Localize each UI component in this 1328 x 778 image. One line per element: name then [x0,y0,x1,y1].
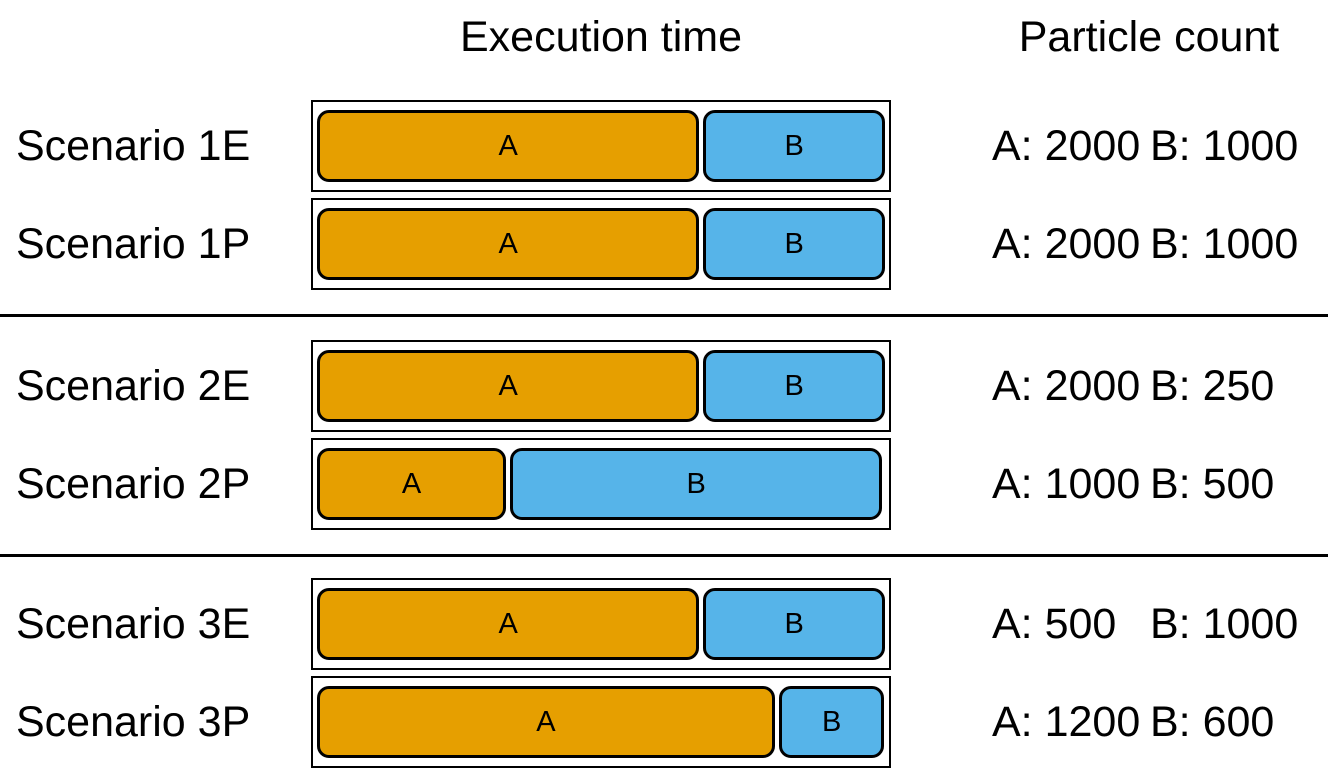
count-b-value: B: 1000 [1150,599,1299,648]
execution-time-track: A B [311,340,891,432]
count-b-value: B: 1000 [1150,219,1299,268]
count-a-value: A: 2000 [992,219,1141,268]
task-b-bar: B [778,686,885,758]
task-b-bar-label: B [784,227,804,260]
particle-counts: A: 2000 B: 1000 [992,198,1298,290]
count-a-value: A: 2000 [992,121,1141,170]
task-a-bar-label: A [498,369,518,402]
scenario-label: Scenario 1P [16,219,251,268]
scenario-row-1e: Scenario 1E A B A: 2000 B: 1000 [0,100,1328,192]
count-b-value: B: 500 [1150,459,1275,508]
particle-counts: A: 2000 B: 1000 [992,100,1298,192]
task-a-bar: A [317,208,700,280]
task-b-bar-label: B [686,467,706,500]
task-b-bar-label: B [784,129,804,162]
scenario-label: Scenario 2E [16,361,251,410]
task-a-bar: A [317,448,507,520]
execution-time-track: A B [311,198,891,290]
count-b-value: B: 600 [1150,697,1275,746]
count-b-value: B: 250 [1150,361,1275,410]
count-a-value: A: 500 [992,599,1117,648]
task-b-bar-label: B [784,369,804,402]
group-divider [0,314,1328,317]
count-a-value: A: 1200 [992,697,1141,746]
task-b-bar: B [703,110,885,182]
particle-counts: A: 500 B: 1000 [992,578,1298,670]
scenario-row-3e: Scenario 3E A B A: 500 B: 1000 [0,578,1328,670]
count-a-value: A: 2000 [992,361,1141,410]
task-a-bar-label: A [401,467,422,500]
scenario-row-3p: Scenario 3P A B A: 1200 B: 600 [0,676,1328,768]
scenario-label: Scenario 3E [16,599,251,648]
task-b-bar: B [703,208,885,280]
scenario-row-2p: Scenario 2P A B A: 1000 B: 500 [0,438,1328,530]
task-a-bar-label: A [498,607,518,640]
group-divider [0,554,1328,557]
task-a-bar: A [317,588,700,660]
count-a-value: A: 1000 [992,459,1141,508]
execution-time-header: Execution time [459,13,743,61]
task-b-bar: B [703,350,885,422]
scenario-row-2e: Scenario 2E A B A: 2000 B: 250 [0,340,1328,432]
task-a-bar: A [317,686,775,758]
scenario-label: Scenario 1E [16,121,251,170]
scenario-label: Scenario 2P [16,459,251,508]
execution-time-track: A B [311,100,891,192]
particle-counts: A: 2000 B: 250 [992,340,1274,432]
task-b-bar-label: B [821,705,842,738]
particle-count-header: Particle count [1018,13,1280,61]
task-a-bar-label: A [536,705,556,738]
scenario-row-1p: Scenario 1P A B A: 2000 B: 1000 [0,198,1328,290]
execution-time-track: A B [311,578,891,670]
task-a-bar: A [317,110,700,182]
task-b-bar-label: B [784,607,804,640]
particle-counts: A: 1000 B: 500 [992,438,1274,530]
task-a-bar: A [317,350,700,422]
execution-time-track: A B [311,438,891,530]
count-b-value: B: 1000 [1150,121,1299,170]
task-b-bar: B [510,448,883,520]
task-b-bar: B [703,588,885,660]
task-a-bar-label: A [498,227,518,260]
particle-counts: A: 1200 B: 600 [992,676,1274,768]
scenario-label: Scenario 3P [16,697,251,746]
task-a-bar-label: A [498,129,518,162]
execution-time-track: A B [311,676,891,768]
